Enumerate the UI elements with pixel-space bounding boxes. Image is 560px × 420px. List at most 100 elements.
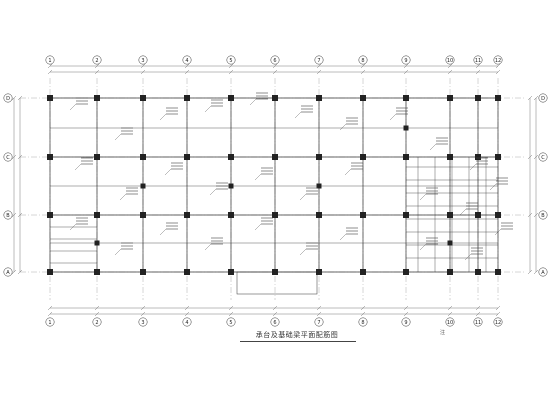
- axis-bubble-top-4-label: 4: [185, 58, 188, 64]
- leader-line: [419, 243, 427, 251]
- dimension-tick: [94, 305, 100, 311]
- drawing-title: 承台及基础梁平面配筋图: [255, 331, 339, 339]
- column: [94, 269, 100, 275]
- dimension-tick: [533, 154, 539, 160]
- column: [94, 240, 100, 246]
- dimension-tick: [316, 311, 322, 317]
- dimension-tick: [475, 305, 481, 311]
- axis-bubble-bottom-7-circle: [314, 317, 324, 327]
- column: [475, 95, 481, 101]
- axis-bubble-bottom-10-circle: [445, 317, 455, 327]
- column: [47, 269, 53, 275]
- dimension-tick: [475, 69, 481, 75]
- column: [475, 269, 481, 275]
- column: [403, 95, 409, 101]
- dimension-tick: [140, 311, 146, 317]
- column: [495, 269, 501, 275]
- column: [495, 212, 501, 218]
- axis-bubble-top-3-circle: [138, 55, 148, 65]
- column: [184, 95, 190, 101]
- axis-bubble-top-11-circle: [473, 55, 483, 65]
- beam-lines: [49, 97, 499, 295]
- dimension-tick: [475, 311, 481, 317]
- column: [140, 154, 146, 160]
- column: [47, 95, 53, 101]
- axis-bubble-bottom-1-circle: [45, 317, 55, 327]
- axis-bubble-bottom-8-circle: [358, 317, 368, 327]
- leader-line: [344, 168, 352, 176]
- column: [316, 95, 322, 101]
- dimension-tick: [94, 311, 100, 317]
- leader-line: [469, 163, 477, 171]
- axis-bubble-left-D-circle: [3, 93, 13, 103]
- axis-bubble-top-5-label: 5: [229, 58, 232, 64]
- axis-bubble-bottom-2-label: 2: [95, 320, 98, 326]
- dimension-tick: [316, 69, 322, 75]
- axis-bubble-bottom-7-label: 7: [317, 320, 320, 326]
- dimension-tick: [272, 305, 278, 311]
- column: [360, 212, 366, 218]
- axis-bubble-bottom-8-label: 8: [361, 320, 364, 326]
- column: [447, 154, 453, 160]
- leader-line: [299, 248, 307, 256]
- column: [447, 269, 453, 275]
- axis-bubble-left-C-label: C: [6, 155, 10, 161]
- column: [140, 269, 146, 275]
- column: [140, 95, 146, 101]
- column: [94, 212, 100, 218]
- axis-bubble-right-C-label: C: [541, 155, 545, 161]
- column: [403, 269, 409, 275]
- dimension-tick: [447, 69, 453, 75]
- dimension-tick: [495, 305, 501, 311]
- column: [228, 95, 234, 101]
- dimension-tick: [403, 305, 409, 311]
- column: [403, 154, 409, 160]
- axis-bubble-bottom-5-circle: [226, 317, 236, 327]
- axis-bubble-top-12-circle: [493, 55, 503, 65]
- dimension-tick: [17, 95, 23, 101]
- column: [316, 212, 322, 218]
- axis-bubble-top-4-circle: [182, 55, 192, 65]
- dimension-tick: [533, 212, 539, 218]
- dimension-tick: [228, 311, 234, 317]
- column: [47, 212, 53, 218]
- column: [447, 212, 453, 218]
- axis-bubble-top-8-circle: [358, 55, 368, 65]
- axis-bubble-left-B-label: B: [6, 213, 10, 219]
- dimension-tick: [184, 311, 190, 317]
- column: [94, 95, 100, 101]
- leader-line: [294, 111, 302, 119]
- leader-line: [114, 248, 122, 256]
- axis-bubble-bottom-9-label: 9: [404, 320, 407, 326]
- column: [403, 125, 409, 131]
- leader-line: [249, 98, 257, 106]
- column: [475, 212, 481, 218]
- dimension-tick: [47, 311, 53, 317]
- axis-bubble-bottom-3-label: 3: [141, 320, 144, 326]
- axis-bubble-top-10-circle: [445, 55, 455, 65]
- column: [475, 154, 481, 160]
- column: [360, 154, 366, 160]
- dimension-tick: [360, 305, 366, 311]
- axis-bubble-bottom-12-circle: [493, 317, 503, 327]
- axis-bubble-top-7-label: 7: [317, 58, 320, 64]
- dimension-tick: [228, 69, 234, 75]
- column: [360, 269, 366, 275]
- column-caps: [47, 95, 501, 275]
- dimension-tick: [184, 63, 190, 69]
- dimension-tick: [47, 63, 53, 69]
- leader-line: [114, 133, 122, 141]
- dimension-tick: [17, 269, 23, 275]
- leader-line: [339, 123, 347, 131]
- axis-bubble-bottom-10-label: 10: [447, 320, 453, 326]
- axis-bubble-top-2-label: 2: [95, 58, 98, 64]
- axis-bubble-top-3-label: 3: [141, 58, 144, 64]
- column: [495, 95, 501, 101]
- dimension-tick: [184, 69, 190, 75]
- axis-bubble-right-D-label: D: [541, 96, 545, 102]
- axis-bubble-bottom-6-circle: [270, 317, 280, 327]
- title-underline: [240, 341, 356, 342]
- column: [272, 269, 278, 275]
- dimension-tick: [272, 63, 278, 69]
- axis-bubble-top-1-circle: [45, 55, 55, 65]
